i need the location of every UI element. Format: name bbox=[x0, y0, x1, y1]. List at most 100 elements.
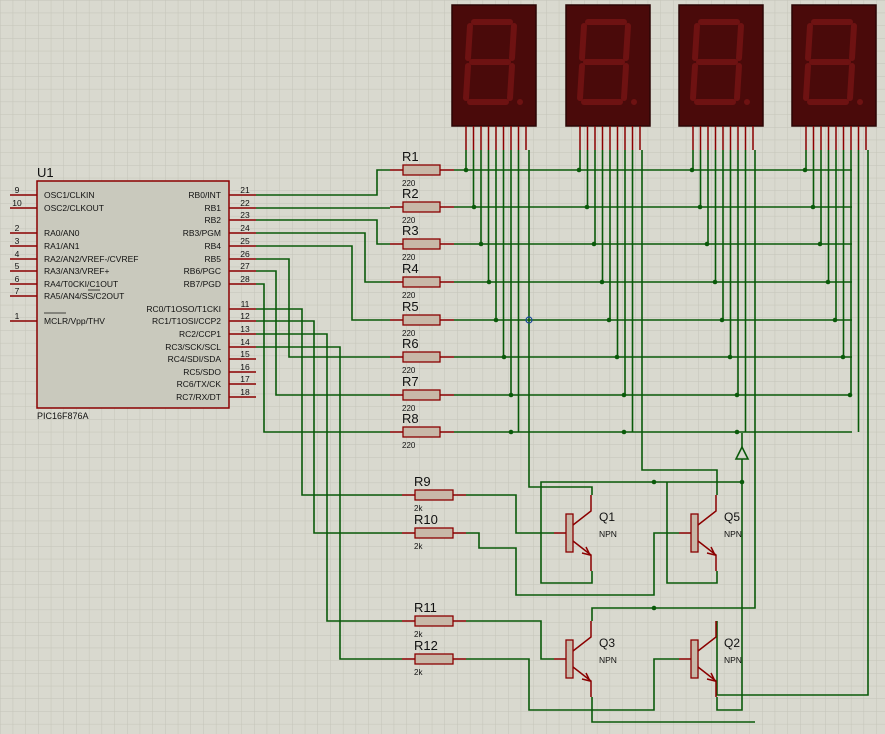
resistor-value: 220 bbox=[402, 404, 416, 413]
pin-number: 3 bbox=[15, 236, 20, 246]
junction-dot bbox=[463, 167, 469, 173]
junction-dot bbox=[584, 204, 590, 210]
pin-number: 5 bbox=[15, 261, 20, 271]
resistor-value: 220 bbox=[402, 291, 416, 300]
pin-name: RA0/AN0 bbox=[44, 228, 80, 238]
chip-body[interactable] bbox=[36, 180, 230, 409]
segment-resistor[interactable]: R4 220 bbox=[390, 261, 454, 300]
pin-number: 27 bbox=[240, 261, 250, 271]
pin-name: RA1/AN1 bbox=[44, 241, 80, 251]
seven-segment-displays bbox=[451, 4, 877, 150]
pin-name: RB0/INT bbox=[188, 190, 221, 200]
junction-dot bbox=[651, 605, 657, 611]
pin-name: OSC1/CLKIN bbox=[44, 190, 95, 200]
pin-name: RC4/SDI/SDA bbox=[168, 354, 222, 364]
seven-segment-display[interactable] bbox=[678, 4, 764, 150]
junction-dot bbox=[508, 429, 514, 435]
resistor-ref: R8 bbox=[402, 411, 419, 426]
decimal-point bbox=[631, 99, 637, 105]
segment bbox=[577, 63, 585, 101]
transistor-type: NPN bbox=[724, 529, 742, 539]
pin-number: 25 bbox=[240, 236, 250, 246]
pin-number: 2 bbox=[15, 223, 20, 233]
wire bbox=[256, 245, 390, 321]
segment bbox=[849, 23, 857, 61]
pin-name: RA3/AN3/VREF+ bbox=[44, 266, 109, 276]
wire bbox=[256, 169, 390, 196]
resistor-ref: R6 bbox=[402, 336, 419, 351]
pin-name: RC2/CCP1 bbox=[179, 329, 221, 339]
collector-lead bbox=[572, 621, 592, 652]
transistor-base-bar bbox=[565, 639, 574, 679]
resistor-ref: R7 bbox=[402, 374, 419, 389]
resistor-ref: R9 bbox=[414, 474, 431, 489]
pin-name: RA2/AN2/VREF-/CVREF bbox=[44, 254, 138, 264]
transistor-ref: Q2 bbox=[724, 636, 740, 650]
segment bbox=[465, 23, 473, 61]
transistor-type: NPN bbox=[724, 655, 742, 665]
wire bbox=[591, 697, 755, 723]
resistor-ref: R11 bbox=[414, 600, 437, 615]
segment-resistor[interactable]: R7 220 bbox=[390, 374, 454, 413]
pin-number: 6 bbox=[15, 274, 20, 284]
junction-dot bbox=[719, 317, 725, 323]
resistor-ref: R10 bbox=[414, 512, 438, 527]
pin-number: 11 bbox=[241, 299, 250, 309]
pin-name: MCLR/Vpp/THV bbox=[44, 316, 105, 326]
emitter-arrow-icon bbox=[581, 672, 592, 683]
collector-lead bbox=[572, 495, 592, 526]
segment bbox=[805, 23, 813, 61]
collector-lead bbox=[697, 495, 717, 526]
wire bbox=[466, 494, 554, 534]
resistor-value: 220 bbox=[402, 179, 416, 188]
junction-dot bbox=[697, 204, 703, 210]
pin-name: RB3/PGM bbox=[183, 228, 221, 238]
transistor-type: NPN bbox=[599, 529, 617, 539]
wire bbox=[591, 150, 756, 621]
resistor-body bbox=[402, 389, 441, 401]
emitter-lead bbox=[697, 666, 717, 697]
transistor-base-bar bbox=[690, 639, 699, 679]
junction-dots bbox=[463, 167, 853, 611]
resistor-ref: R4 bbox=[402, 261, 419, 276]
seven-segment-display[interactable] bbox=[565, 4, 651, 150]
segment bbox=[463, 63, 471, 101]
seven-segment-display[interactable] bbox=[791, 4, 877, 150]
junction-dot bbox=[802, 167, 808, 173]
seven-segment-display[interactable] bbox=[451, 4, 537, 150]
resistor-value: 2k bbox=[414, 668, 423, 677]
pin-name: RC5/SDO bbox=[183, 367, 221, 377]
pin-number: 22 bbox=[240, 198, 250, 208]
junction-dot bbox=[614, 354, 620, 360]
junction-dot bbox=[486, 279, 492, 285]
resistor-body bbox=[402, 314, 441, 326]
resistor-body bbox=[414, 615, 454, 627]
emitter-arrow-icon bbox=[706, 672, 717, 683]
junction-dot bbox=[704, 241, 710, 247]
